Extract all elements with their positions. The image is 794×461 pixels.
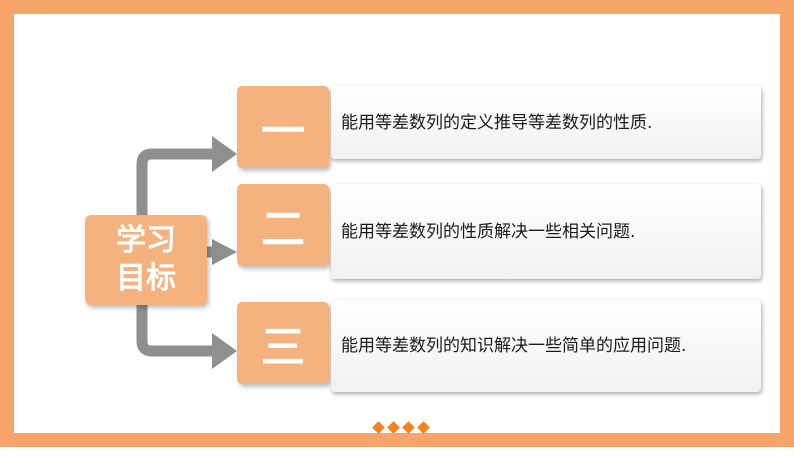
- arrow-head-middle: [212, 239, 237, 265]
- learning-goals-hub: 学习 目标: [85, 215, 207, 305]
- goal-number-3: 三: [237, 302, 329, 384]
- arrow-head-top: [212, 136, 237, 172]
- diamond-icon: [372, 421, 385, 434]
- diamond-icon: [387, 421, 400, 434]
- connector-arrows: [136, 136, 237, 369]
- goal-text-1: 能用等差数列的定义推导等差数列的性质.: [331, 86, 761, 159]
- decorative-dots: [372, 421, 430, 434]
- hub-line-2: 目标: [116, 261, 176, 296]
- goal-text-2: 能用等差数列的性质解决一些相关问题.: [331, 184, 761, 279]
- diamond-icon: [417, 421, 430, 434]
- goal-number-2: 二: [237, 184, 329, 266]
- arrow-head-bottom: [212, 333, 237, 369]
- diamond-icon: [402, 421, 415, 434]
- goal-number-1: 一: [237, 86, 329, 168]
- slide: 学习 目标 一 能用等差数列的定义推导等差数列的性质. 二 能用等差数列的性质解…: [0, 0, 794, 447]
- hub-line-1: 学习: [116, 223, 176, 258]
- goal-text-3: 能用等差数列的知识解决一些简单的应用问题.: [331, 300, 761, 392]
